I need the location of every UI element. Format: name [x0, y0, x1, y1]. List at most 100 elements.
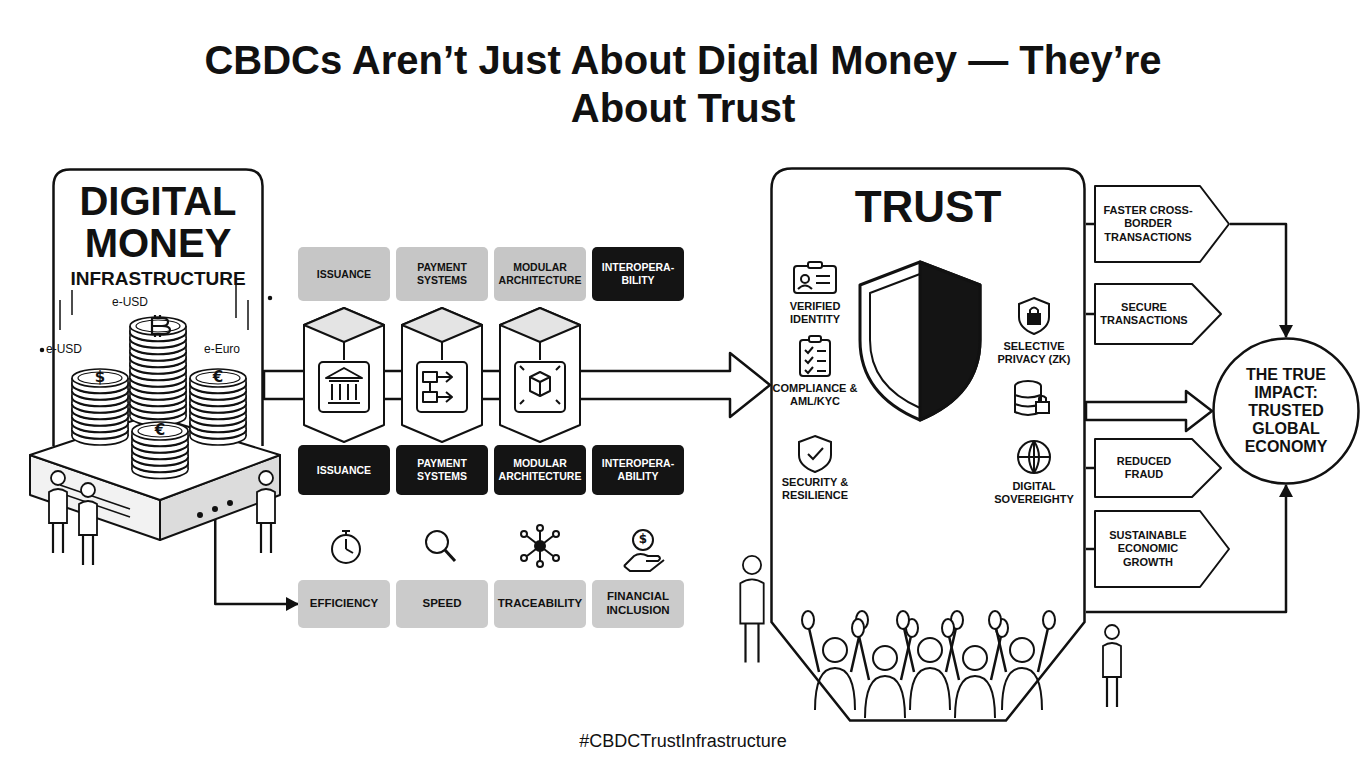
person-body	[865, 676, 905, 718]
node-content: ISSUANCE	[298, 445, 390, 495]
benefit-icons	[537, 561, 543, 567]
module-tab: INTEROPERA- ABILITY	[592, 445, 684, 495]
person-hand	[942, 619, 954, 637]
node-content: SUSTAINABLE ECONOMIC GROWTH	[1094, 510, 1230, 588]
coin-top	[132, 422, 188, 440]
module-cubes	[423, 372, 452, 402]
module-cubes	[402, 308, 482, 342]
module-cubes	[304, 308, 384, 442]
server-base	[213, 507, 217, 511]
module-tab: PAYMENT SYSTEMS	[396, 247, 488, 301]
decorative-sparks	[247, 300, 249, 330]
currency-symbol: €	[208, 369, 228, 386]
module-cubes	[520, 366, 560, 404]
trust-icons	[808, 448, 823, 459]
trust-shield	[920, 262, 980, 420]
person-arm	[996, 628, 1048, 672]
module-tab: INTEROPERA- BILITY	[592, 247, 684, 301]
benefit-icons	[537, 525, 543, 531]
diagram-title: CBDCs Aren’t Just About Digital Money — …	[203, 36, 1163, 132]
person-leg	[746, 624, 759, 663]
outcome-arrow: REDUCED FRAUD	[1094, 438, 1222, 498]
node-content: FASTER CROSS-BORDER TRANSACTIONS	[1094, 185, 1230, 263]
node-content: SPEED	[396, 580, 488, 628]
arrow-outline	[1095, 186, 1229, 262]
trust-icons	[799, 436, 831, 472]
person-body	[910, 668, 950, 710]
server-base	[30, 415, 280, 540]
node-content: TRUST	[770, 167, 1086, 722]
person-leg	[53, 523, 63, 553]
trust-icons	[1039, 396, 1046, 402]
trust-pillar-label: SECURITY & RESILIENCE	[772, 476, 858, 501]
person-head	[823, 638, 847, 662]
trust-panel: TRUST	[770, 167, 1086, 722]
person-body	[955, 676, 995, 718]
node-label: PAYMENT SYSTEMS	[399, 457, 485, 482]
module-cubes	[500, 308, 580, 342]
person-leg	[1107, 677, 1117, 707]
trust-shield	[870, 274, 920, 408]
trust-icons	[809, 336, 821, 342]
trust-icons	[794, 262, 1050, 473]
trust-icons	[817, 350, 826, 352]
module-cubes	[326, 368, 362, 403]
node-label: TRACEABILITY	[497, 597, 583, 611]
trust-icons	[1036, 402, 1049, 413]
person-head	[918, 638, 942, 662]
person-hand	[852, 619, 864, 637]
module-cubes	[515, 362, 565, 412]
infrastructure-panel: DIGITAL MONEYINFRASTRUCTURE	[52, 168, 264, 446]
module-cubes	[417, 362, 467, 412]
person-hand	[989, 611, 1001, 629]
arrow-outline	[1095, 511, 1229, 587]
person-head	[743, 556, 761, 574]
module-cubes	[304, 308, 384, 342]
outcome-arrow: FASTER CROSS-BORDER TRANSACTIONS	[1094, 185, 1230, 263]
node-content: MODULAR ARCHITECTURE	[494, 247, 586, 301]
node-content: ISSUANCE	[298, 247, 390, 301]
benefit-icons	[624, 554, 664, 571]
coin-stacks	[72, 317, 246, 479]
node-label: PAYMENT SYSTEMS	[399, 261, 485, 286]
module-cubes	[319, 362, 369, 412]
decorative-sparks	[59, 300, 61, 330]
node-label: TRUST	[778, 183, 1078, 231]
person-head	[1105, 625, 1119, 639]
circle-outline	[1214, 339, 1359, 484]
trust-icons	[794, 266, 836, 293]
module-tab: ISSUANCE	[298, 247, 390, 301]
bitcoin-symbol	[152, 315, 170, 337]
trust-pillar-label: VERIFIED IDENTITY	[772, 300, 858, 325]
person-head	[873, 646, 897, 670]
person-body	[1103, 643, 1121, 677]
person-head	[81, 483, 95, 497]
decorative-sparks	[269, 297, 272, 300]
benefit-icons	[553, 555, 559, 561]
trust-icons	[1028, 314, 1040, 324]
person-leg	[83, 535, 93, 565]
module-tab: MODULAR ARCHITECTURE	[494, 247, 586, 301]
module-cubes	[539, 342, 541, 360]
module-cubes	[304, 308, 580, 442]
benefit-box: TRACEABILITY	[494, 580, 586, 628]
person-body	[740, 579, 763, 623]
connector-line	[1086, 313, 1094, 316]
node-label: ISSUANCE	[301, 268, 387, 281]
hollow-arrow	[1086, 391, 1212, 431]
person-leg	[261, 523, 271, 553]
decorative-sparks	[235, 285, 237, 318]
benefit-icons	[332, 525, 664, 571]
module-tab: ISSUANCE	[298, 445, 390, 495]
decorative-sparks	[41, 285, 272, 352]
arrow-outline	[1095, 439, 1221, 497]
trust-icons	[816, 282, 830, 284]
benefit-icons	[345, 539, 347, 549]
benefit-icons	[332, 535, 360, 563]
arrow-outline	[1095, 284, 1221, 344]
module-cubes	[343, 342, 345, 360]
node-label: MODULAR ARCHITECTURE	[497, 457, 583, 482]
benefit-icons	[426, 531, 448, 553]
node-outline	[770, 167, 1086, 722]
benefit-icons	[553, 531, 559, 537]
